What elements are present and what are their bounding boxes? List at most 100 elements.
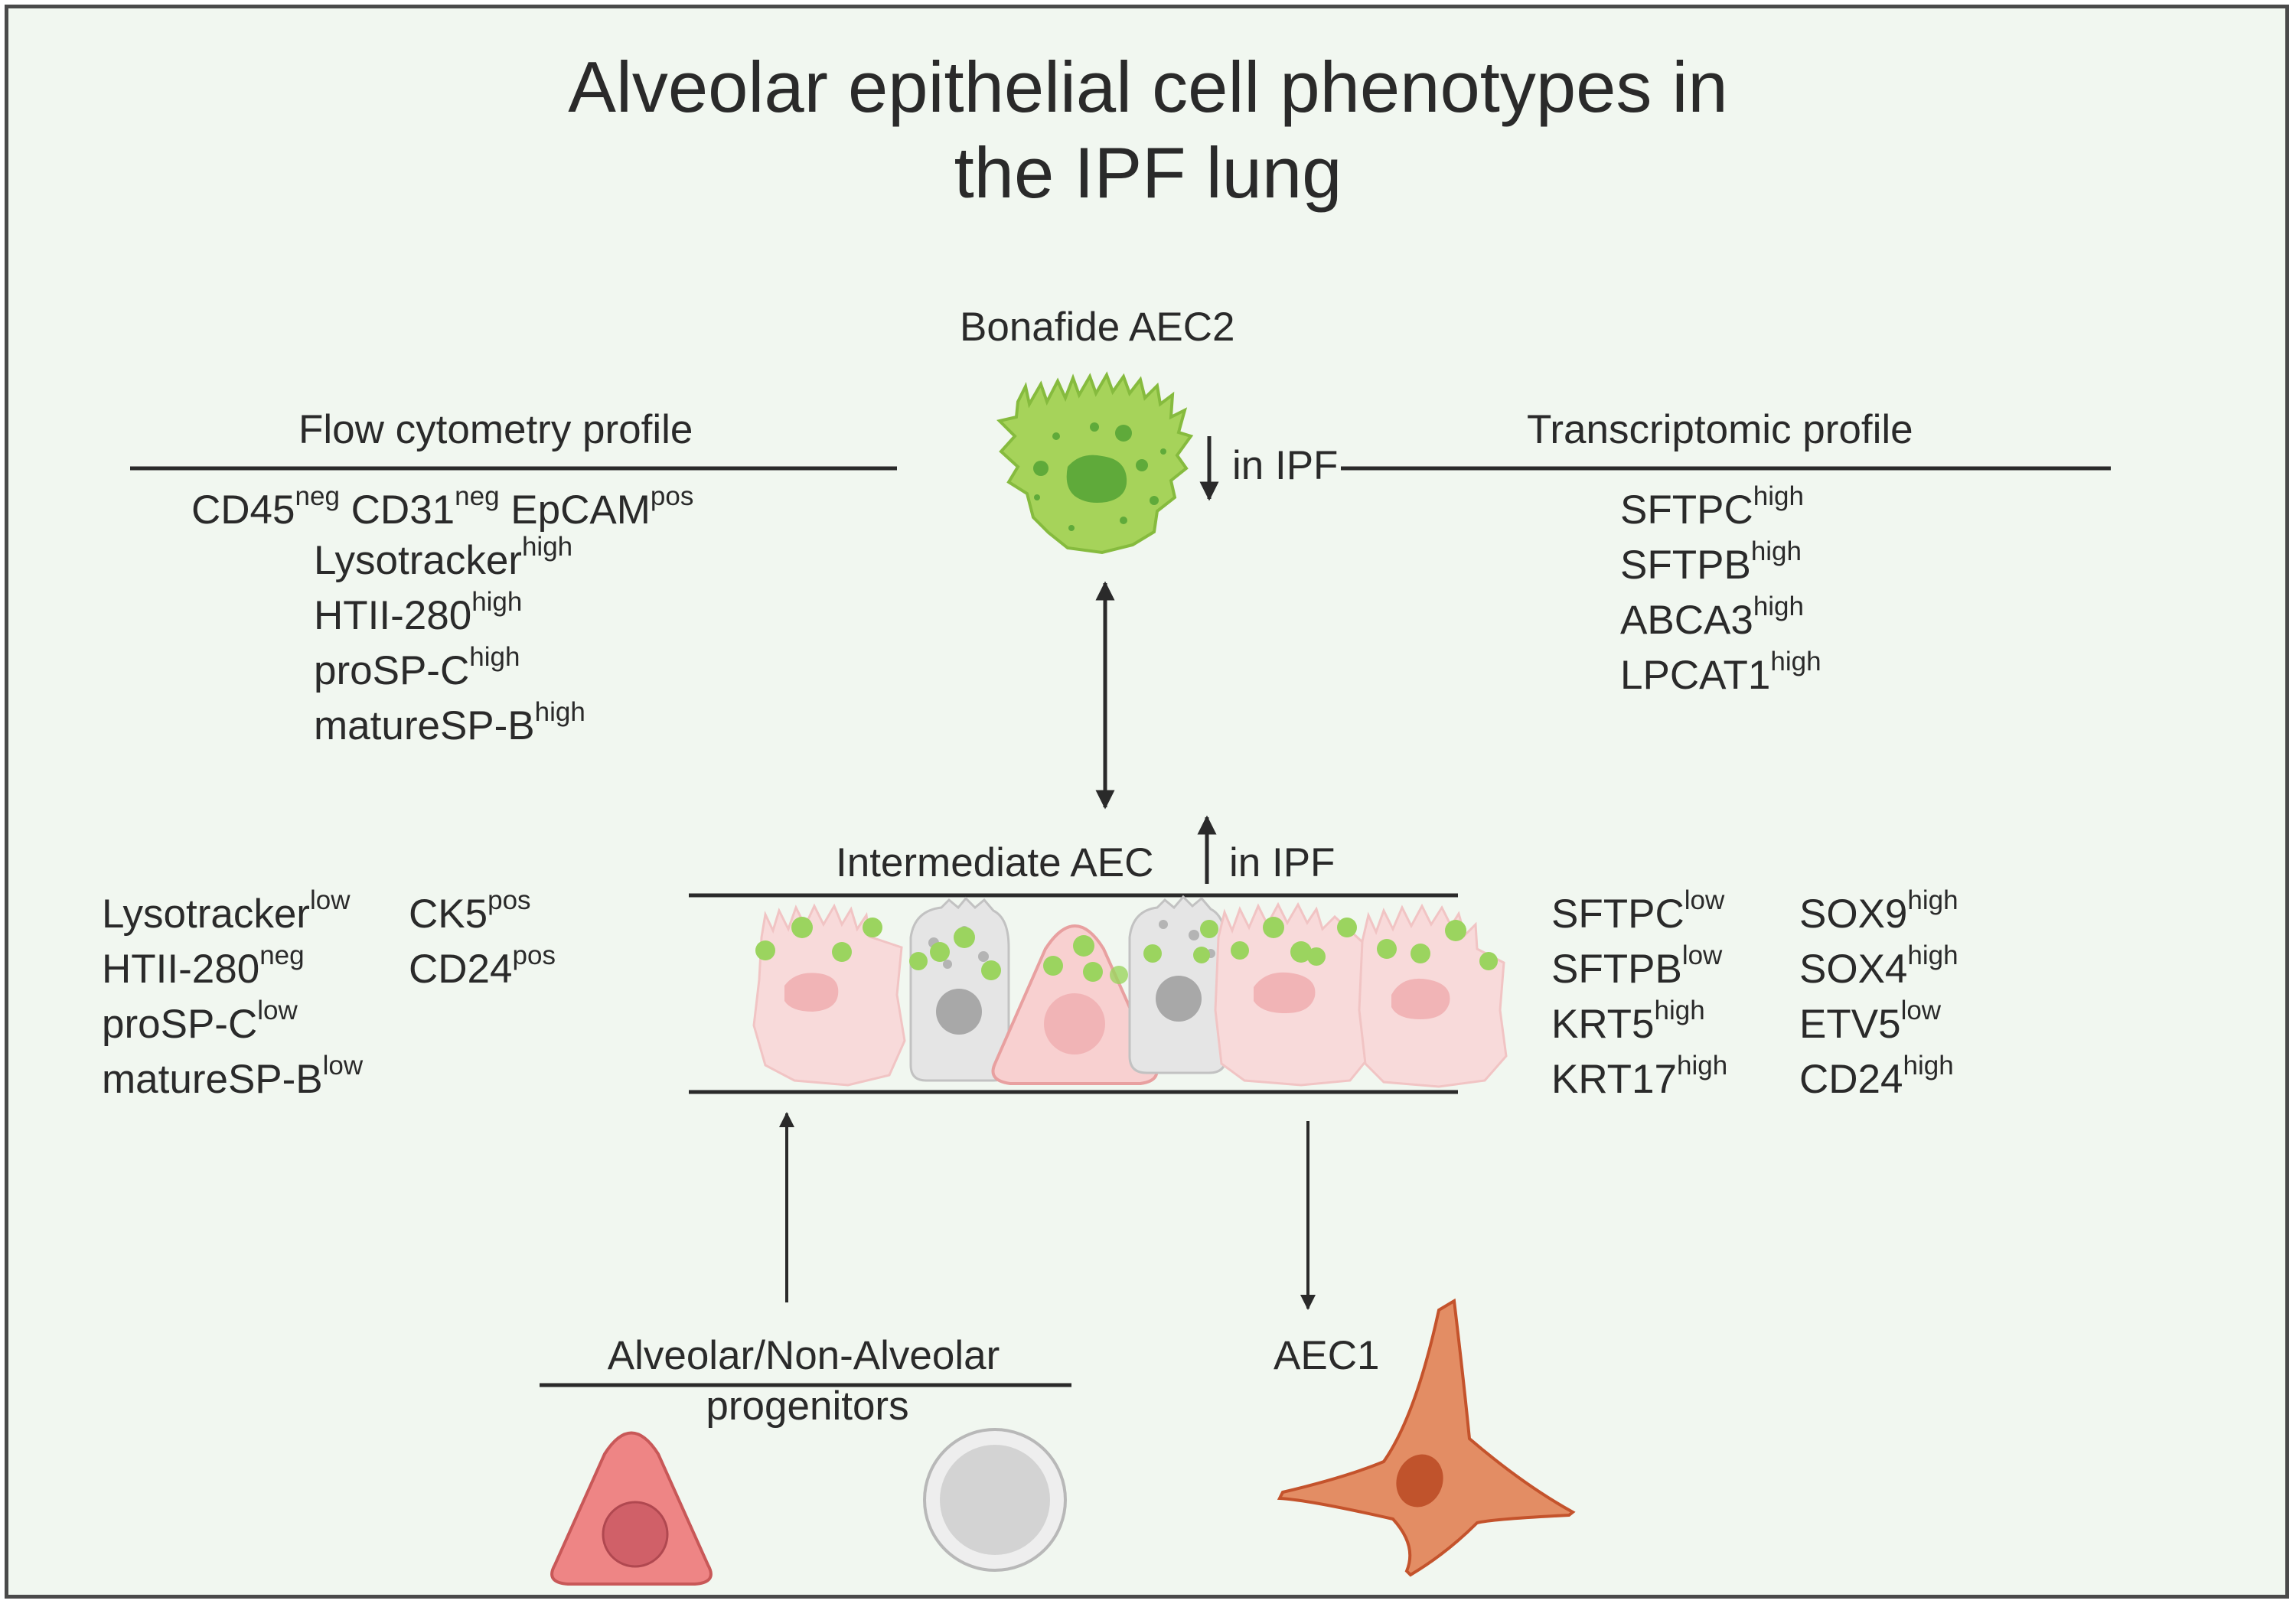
marker-level: high <box>521 532 573 562</box>
marker-level: low <box>322 1051 364 1081</box>
aec1-label: AEC1 <box>1274 1333 1380 1378</box>
marker-level: pos <box>512 940 556 970</box>
marker-row: SOX9high <box>1799 885 1958 944</box>
marker-name: matureSP-B <box>314 703 535 748</box>
intermediate-change-label: in IPF <box>1229 840 1336 885</box>
marker-level: neg <box>455 481 500 511</box>
aec2-flow-first-row: CD45neg CD31neg EpCAMpos <box>191 481 693 540</box>
marker-row: LPCAT1high <box>1620 647 1821 706</box>
marker-row: SFTPChigh <box>1620 481 1821 540</box>
marker-level: high <box>469 642 520 672</box>
marker-name: SOX9 <box>1799 892 1908 937</box>
marker-name: KRT17 <box>1551 1057 1677 1102</box>
marker-row: SFTPClow <box>1551 885 1727 944</box>
intermediate-gray-cell-icon <box>1128 895 1228 1074</box>
bonafide-aec2-label: Bonafide AEC2 <box>960 305 1235 350</box>
marker-name: SOX4 <box>1799 947 1908 992</box>
marker-name: HTII-280 <box>314 593 472 638</box>
marker-name: CD45 <box>191 487 295 533</box>
marker-row: CD24pos <box>409 940 556 999</box>
marker-name: KRT5 <box>1551 1002 1655 1047</box>
marker-level: high <box>1750 536 1802 566</box>
marker-level: high <box>1907 940 1958 970</box>
marker-level: low <box>1681 940 1723 970</box>
marker-name: HTII-280 <box>102 947 260 992</box>
marker-name: Lysotracker <box>102 892 310 937</box>
marker-row: CK5pos <box>409 885 556 944</box>
marker-level: low <box>257 996 298 1025</box>
transcriptomic-heading: Transcriptomic profile <box>1527 407 1913 452</box>
marker-name: ETV5 <box>1799 1002 1901 1047</box>
aec1-cell-icon <box>1277 1298 1576 1577</box>
intermediate-pink-cell-icon <box>752 903 906 1087</box>
marker-name: proSP-C <box>102 1002 258 1047</box>
marker-row: Lysotrackerhigh <box>314 532 585 591</box>
marker-name: proSP-C <box>314 648 470 693</box>
marker-level: low <box>1900 996 1942 1025</box>
marker-level: high <box>1677 1051 1728 1081</box>
marker-name: SFTPC <box>1551 892 1684 937</box>
aec2-cell-icon <box>996 371 1194 555</box>
marker-row: CD24high <box>1799 1051 1958 1110</box>
marker-row: SFTPBlow <box>1551 940 1727 999</box>
marker-level: high <box>1907 885 1958 915</box>
marker-name: ABCA3 <box>1620 598 1753 643</box>
marker-level: high <box>1654 996 1705 1025</box>
intermediate-gray-cell-icon <box>909 896 1010 1082</box>
figure-title-line-1: Alveolar epithelial cell phenotypes in <box>568 47 1728 127</box>
marker-name: EpCAM <box>499 487 651 533</box>
figure-title-line-2: the IPF lung <box>954 132 1342 213</box>
marker-level: high <box>1770 647 1821 676</box>
marker-row: HTII-280neg <box>102 940 363 999</box>
marker-row: ABCA3high <box>1620 592 1821 650</box>
marker-name: matureSP-B <box>102 1057 323 1102</box>
marker-row: proSP-Clow <box>102 996 363 1054</box>
marker-name: SFTPB <box>1620 543 1751 588</box>
marker-row: KRT17high <box>1551 1051 1728 1110</box>
intermediate-pink-cell-icon <box>1214 901 1373 1087</box>
marker-name: CD31 <box>339 487 455 533</box>
marker-name: CD24 <box>409 947 513 992</box>
intermediate-pink-cell-icon <box>1358 903 1508 1088</box>
marker-level: high <box>471 587 523 617</box>
marker-row: CD45neg CD31neg EpCAMpos <box>191 481 693 540</box>
marker-row: SFTPBhigh <box>1620 536 1821 595</box>
marker-name: LPCAT1 <box>1620 653 1771 698</box>
progenitors-label-line-1: Alveolar/Non-Alveolar <box>607 1333 1000 1378</box>
intermediate-aec-label: Intermediate AEC <box>836 840 1154 885</box>
marker-name: SFTPB <box>1551 947 1682 992</box>
marker-name: CD24 <box>1799 1057 1903 1102</box>
marker-row: matureSP-Blow <box>102 1051 364 1110</box>
aec2-change-label: in IPF <box>1232 443 1339 488</box>
progenitors-label-line-2: progenitors <box>706 1384 909 1429</box>
marker-name: CK5 <box>409 892 488 937</box>
marker-row: Lysotrackerlow <box>102 885 363 944</box>
marker-level: pos <box>650 481 694 511</box>
marker-level: low <box>1684 885 1725 915</box>
non-alveolar-progenitor-cell-icon <box>923 1428 1067 1572</box>
marker-row: HTII-280high <box>314 587 585 646</box>
marker-level: high <box>1903 1051 1954 1081</box>
figure-frame <box>5 5 2289 1599</box>
marker-row: SOX4high <box>1799 940 1958 999</box>
marker-level: neg <box>295 481 340 511</box>
marker-level: high <box>1753 481 1804 511</box>
marker-level: low <box>309 885 351 915</box>
marker-row: matureSP-Bhigh <box>314 697 585 756</box>
alveolar-progenitor-cell-icon <box>550 1431 713 1586</box>
marker-level: high <box>1753 592 1804 621</box>
intermediate-epithelium <box>752 895 1508 1088</box>
marker-level: neg <box>259 940 305 970</box>
marker-level: pos <box>488 885 531 915</box>
flow-cytometry-heading: Flow cytometry profile <box>298 407 693 452</box>
marker-row: ETV5low <box>1799 996 1958 1054</box>
marker-name: Lysotracker <box>314 538 522 583</box>
